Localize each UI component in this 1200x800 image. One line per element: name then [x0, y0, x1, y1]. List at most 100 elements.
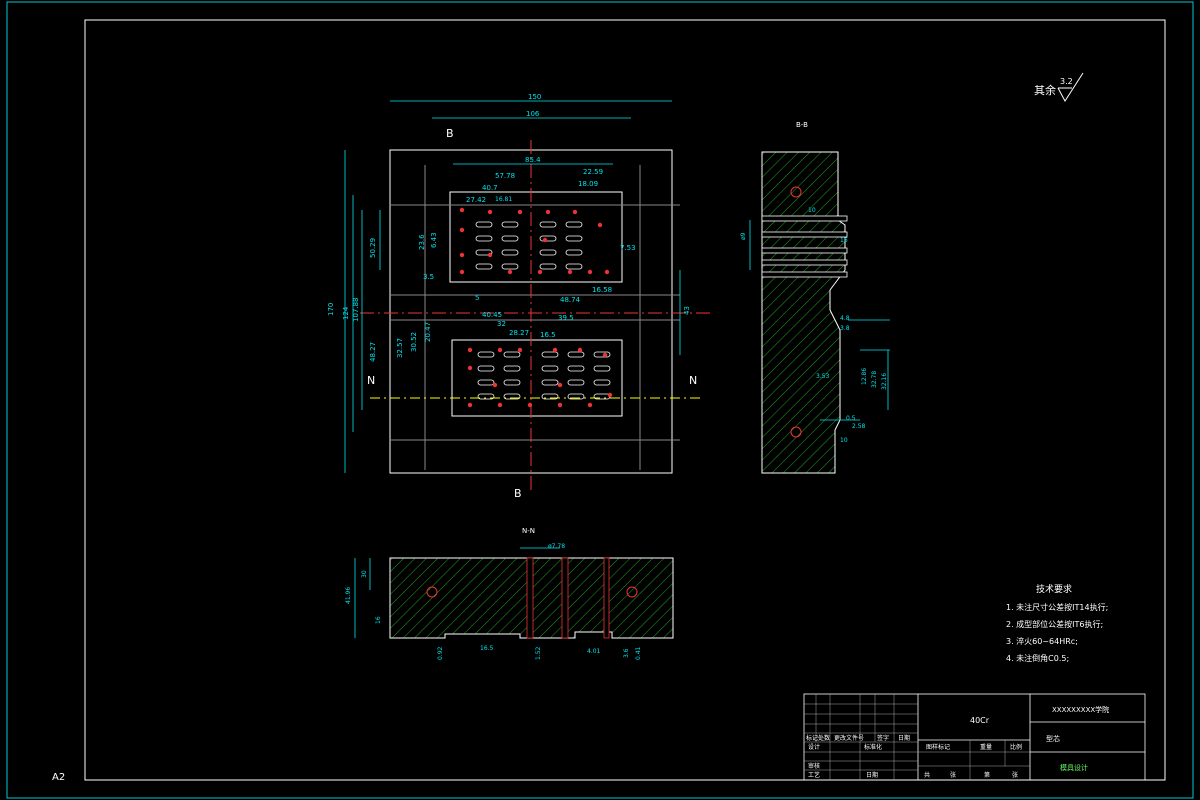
slot — [541, 351, 559, 358]
tb-label-process: 工艺 — [808, 771, 820, 779]
hole — [459, 269, 465, 275]
tb-label-design: 设计 — [808, 743, 820, 751]
nn-dim-dia7: ø7.78 — [548, 543, 565, 550]
dim-5: 5 — [475, 294, 479, 302]
tb-label-sheets: 张 — [950, 771, 956, 779]
bb-dim-4-8: 4.8 — [840, 315, 850, 322]
tb-label-file: 更改文件号 — [834, 734, 864, 742]
slot — [565, 235, 583, 242]
hole — [572, 209, 578, 215]
bb-dim-0-5: 0.5 — [846, 415, 856, 422]
tb-label-total: 共 — [924, 771, 930, 779]
dim-3-5: 3.5 — [423, 273, 434, 281]
slot — [593, 351, 611, 358]
slot — [503, 351, 521, 358]
section-bb-label: B-B — [796, 121, 808, 129]
nn-dim-30: 30 — [361, 570, 368, 578]
tb-label-scale: 比例 — [1010, 743, 1022, 751]
slot — [541, 365, 559, 372]
dim-32: 32.57 — [396, 338, 404, 358]
dim-16-5: 16.5 — [540, 331, 556, 339]
nn-hole-right-icon — [626, 586, 638, 598]
hole — [537, 269, 543, 275]
hole — [487, 209, 493, 215]
slot — [593, 365, 611, 372]
material-value: 40Cr — [970, 716, 990, 725]
outer-border — [6, 1, 1194, 799]
title-block — [803, 693, 1146, 781]
hole — [459, 207, 465, 213]
slot — [565, 263, 583, 270]
hole — [467, 347, 473, 353]
bb-dim-dia9: ø9 — [740, 232, 747, 240]
slot — [477, 365, 495, 372]
cut-mark-n-left: N — [367, 374, 375, 387]
nn-dim-41: 41.96 — [345, 587, 352, 604]
lower-cavity-outline — [451, 339, 623, 417]
nn-dim-3-6: 3.6 — [623, 648, 630, 658]
slot — [565, 221, 583, 228]
slot — [565, 249, 583, 256]
slot — [541, 393, 559, 400]
hole — [607, 392, 613, 398]
side-section-body — [761, 151, 846, 474]
surface-finish-note: 其余 3.2 — [1034, 72, 1084, 102]
dim-40-45: 40.45 — [482, 311, 502, 319]
hole — [517, 347, 523, 353]
nn-dim-16: 16 — [375, 616, 382, 624]
hole — [527, 402, 533, 408]
slot — [539, 235, 557, 242]
nn-dim-16-5: 16.5 — [480, 645, 494, 652]
bb-dim-16: 16 — [840, 237, 848, 244]
nn-dim-1-52: 1.52 — [535, 646, 542, 660]
slot — [501, 263, 519, 270]
slot — [501, 235, 519, 242]
hole — [467, 365, 473, 371]
slot — [501, 221, 519, 228]
dim-7-53: 7.53 — [620, 244, 636, 252]
dim-32-inner: 32 — [497, 320, 506, 328]
hole — [604, 269, 610, 275]
slot-grid — [475, 221, 611, 400]
dim-48: 48.27 — [369, 342, 377, 362]
bb-dim-3-8: 3.8 — [840, 325, 850, 332]
dim-22: 22.59 — [583, 168, 603, 176]
hole — [497, 402, 503, 408]
slot — [539, 221, 557, 228]
hole — [567, 269, 573, 275]
tech-req-item-2: 2. 成型部位公差按IT6执行; — [1006, 619, 1103, 629]
slot — [503, 393, 521, 400]
slot — [501, 249, 519, 256]
tb-label-date: 日期 — [898, 734, 910, 742]
slot — [477, 393, 495, 400]
dim-23: 23.6 — [418, 234, 426, 250]
tb-label-sheet: 张 — [1012, 771, 1018, 779]
hole — [492, 382, 498, 388]
bb-dim-10: 10 — [808, 207, 816, 214]
bottom-view-nn: N-N 41.96 30 16 ø7.78 0.92 16.5 1.52 4.0… — [345, 527, 674, 660]
hole — [587, 269, 593, 275]
hole-lower-icon — [790, 426, 802, 438]
slot — [475, 235, 493, 242]
bb-dim-10-bottom: 10 — [840, 437, 848, 444]
cut-mark-b-top: B — [446, 127, 454, 140]
hole-upper-icon — [790, 186, 802, 198]
inner-frame — [84, 19, 1166, 781]
side-view-bb: B-B 10 16 ø9 4.8 3.8 3.53 12.86 32.78 32… — [740, 121, 890, 474]
slot — [567, 379, 585, 386]
nn-dim-0-41: 0.41 — [635, 646, 642, 660]
tb-label-page: 第 — [984, 771, 990, 779]
dim-6: 6.43 — [430, 232, 438, 248]
nn-dim-0-92: 0.92 — [437, 646, 444, 660]
cut-mark-b-bottom: B — [514, 487, 522, 500]
slot — [475, 249, 493, 256]
dim-50: 50.29 — [369, 238, 377, 258]
dim-40: 40.7 — [482, 184, 498, 192]
hole — [517, 209, 523, 215]
slot — [503, 379, 521, 386]
dim-39-5: 39.5 — [558, 314, 574, 322]
sheet-size-code: A2 — [52, 772, 65, 783]
slot — [567, 393, 585, 400]
hole — [459, 252, 465, 258]
hole — [587, 402, 593, 408]
